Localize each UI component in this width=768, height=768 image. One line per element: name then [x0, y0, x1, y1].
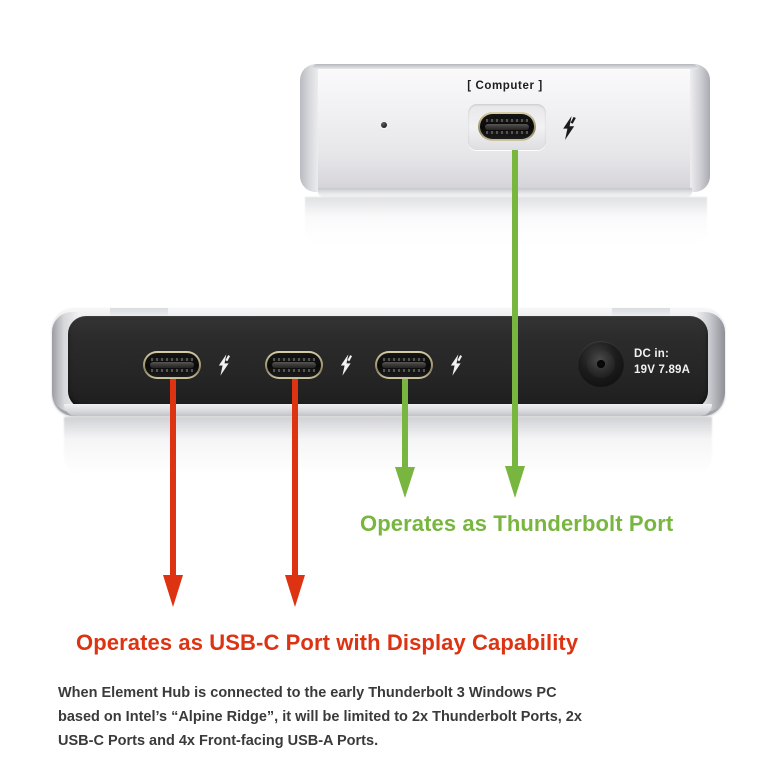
thunderbolt-bolt-icon: [216, 354, 232, 376]
dc-power-label: DC in: 19V 7.89A: [634, 346, 690, 378]
explanatory-note: When Element Hub is connected to the ear…: [58, 681, 713, 753]
port-pins-bottom: [383, 369, 425, 373]
hub-port-2-usb-c[interactable]: [265, 351, 323, 379]
port-tongue: [382, 362, 426, 369]
hub-port-1-usb-c[interactable]: [143, 351, 201, 379]
thunderbolt-bolt-icon: [338, 354, 354, 376]
thunderbolt-bolt-icon: [448, 354, 464, 376]
port-cavity: [480, 114, 534, 139]
top-device-base: [318, 188, 692, 197]
port-cavity: [145, 353, 199, 377]
note-line-3: USB-C Ports and 4x Front-facing USB-A Po…: [58, 733, 379, 749]
thunderbolt-bolt-icon: [560, 116, 578, 140]
top-device-left-edge: [300, 64, 318, 192]
note-line-1: When Element Hub is connected to the ear…: [58, 685, 557, 701]
port-pins-bottom: [151, 369, 193, 373]
hub-reflection: [64, 417, 712, 475]
top-device-right-edge: [690, 64, 710, 192]
arrow-computer-port: [505, 150, 525, 498]
port-pins-top: [151, 357, 193, 361]
dc-power-label-line1: DC in:: [634, 348, 670, 360]
port-pins-top: [383, 357, 425, 361]
hub-port-3-thunderbolt[interactable]: [375, 351, 433, 379]
arrow-port-2: [285, 379, 305, 607]
top-device-top-edge: [312, 64, 698, 69]
dc-jack-center-pin: [597, 360, 605, 368]
computer-thunderbolt-port[interactable]: [478, 112, 536, 141]
dc-power-jack[interactable]: [578, 341, 624, 387]
port-pins-bottom: [486, 131, 528, 134]
port-pins-bottom: [273, 369, 315, 373]
port-tongue: [485, 123, 529, 130]
port-cavity: [267, 353, 321, 377]
top-device-reflection: [305, 197, 707, 243]
dc-power-label-line2: 19V 7.89A: [634, 364, 691, 376]
port-pins-top: [486, 119, 528, 122]
port-tongue: [272, 362, 316, 369]
usb-c-caption: Operates as USB-C Port with Display Capa…: [76, 630, 579, 655]
status-led-pinhole: [381, 122, 387, 128]
port-cavity: [377, 353, 431, 377]
hub-bottom-lip: [64, 404, 712, 416]
note-line-2: based on Intel’s “Alpine Ridge”, it will…: [58, 709, 582, 725]
port-tongue: [150, 362, 194, 369]
thunderbolt-caption: Operates as Thunderbolt Port: [360, 511, 674, 536]
arrow-port-3: [395, 379, 415, 498]
port-pins-top: [273, 357, 315, 361]
computer-port-label: [ Computer ]: [467, 80, 543, 92]
arrow-port-1: [163, 379, 183, 607]
